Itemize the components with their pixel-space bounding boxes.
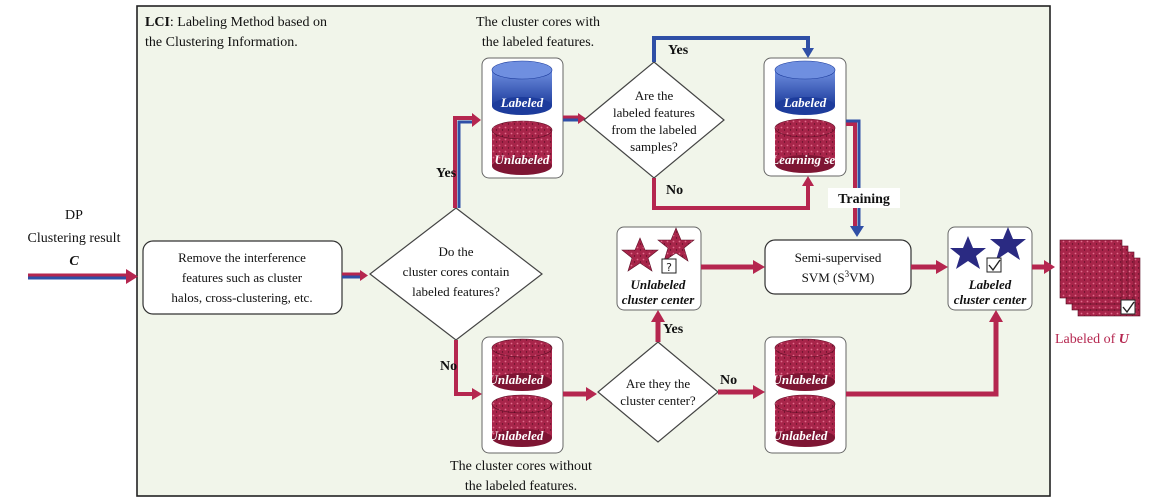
remove-box-line1: Remove the interference — [178, 250, 306, 265]
stack-top-label-unlabeled: Unlabeled — [495, 152, 550, 167]
decision-samples-line2: labeled features — [613, 105, 695, 120]
panel-title-line2: the Clustering Information. — [145, 35, 298, 50]
arrow-unlabeled-center-to-svm — [701, 260, 765, 274]
arrow-yes-main — [453, 113, 481, 208]
output-label: Labeled of U — [1055, 332, 1130, 347]
stack-learning-set — [763, 57, 847, 177]
arrow-yes-samples — [652, 36, 814, 62]
arrow-remove-to-decision — [342, 270, 368, 281]
svm-box — [764, 239, 912, 295]
panel-title: LCI: Labeling Method based on — [145, 15, 327, 30]
arrow-no-samples — [652, 176, 814, 210]
decision-cluster-center — [597, 341, 719, 443]
stack-bottom-label-bottom: Unlabeled — [489, 428, 544, 443]
training-label-bg — [828, 188, 900, 208]
svg-text:?: ? — [666, 261, 672, 274]
edge-label-no-samples: No — [666, 183, 683, 198]
learning-set-label-labeled: Labeled — [783, 95, 827, 110]
stack-right-label-bottom: Unlabeled — [773, 428, 828, 443]
remove-box-line2: features such as cluster — [182, 270, 303, 285]
unlabeled-center-line2: cluster center — [622, 292, 696, 307]
decision-main-line2: cluster cores contain — [403, 264, 510, 279]
unlabeled-cluster-center-box: ? — [616, 226, 702, 311]
decision-main-line1: Do the — [438, 244, 473, 259]
output-image-stack — [1059, 239, 1141, 317]
decision-center-line1: Are they the — [626, 376, 690, 391]
bottom-caption-line1: The cluster cores without — [450, 459, 592, 474]
input-label-dp: DP — [65, 208, 83, 223]
bottom-caption-line2: the labeled features. — [465, 479, 577, 494]
stack-labeled-unlabeled — [481, 57, 564, 179]
unlabeled-center-line1: Unlabeled — [631, 277, 686, 292]
edge-label-no-main: No — [440, 359, 457, 374]
learning-set-label-learning: Learning set — [770, 152, 839, 167]
top-caption-line2: the labeled features. — [482, 35, 594, 50]
edge-label-yes-samples: Yes — [668, 43, 689, 58]
arrow-right-stack-to-labeled-center — [846, 310, 1003, 397]
arrow-no-main — [454, 340, 482, 400]
decision-samples-line1: Are the — [635, 88, 674, 103]
arrow-labeled-center-to-output — [1032, 260, 1055, 274]
stack-unlabeled-bottom — [481, 336, 564, 454]
decision-center-line2: cluster center? — [620, 393, 696, 408]
input-symbol-c: C — [69, 254, 79, 269]
decision-samples-line4: samples? — [630, 139, 678, 154]
svm-line2: SVM (S3VM) — [802, 269, 875, 285]
decision-samples-line3: from the labeled — [611, 122, 697, 137]
input-arrow — [28, 269, 138, 284]
stack-top-label-labeled: Labeled — [500, 95, 544, 110]
stack-bottom-label-top: Unlabeled — [489, 372, 544, 387]
remove-box-line3: halos, cross-clustering, etc. — [171, 290, 312, 305]
edge-label-training: Training — [838, 192, 890, 207]
stack-unlabeled-right — [764, 336, 847, 454]
arrow-stack-to-center-decision — [563, 387, 597, 401]
svm-line1: Semi-supervised — [795, 250, 882, 265]
labeled-center-line2: cluster center — [954, 292, 1028, 307]
input-label-clustering: Clustering result — [28, 231, 121, 246]
edge-label-no-center: No — [720, 373, 737, 388]
arrow-svm-to-labeled-center — [911, 260, 948, 274]
stack-right-label-top: Unlabeled — [773, 372, 828, 387]
arrow-stack-to-samples — [563, 113, 586, 124]
decision-main-line3: labeled features? — [412, 284, 500, 299]
edge-label-yes-main: Yes — [436, 166, 457, 181]
arrow-no-center — [718, 385, 765, 399]
arrow-yes-center — [651, 310, 665, 342]
labeled-center-line1: Labeled — [968, 277, 1012, 292]
edge-label-yes-center: Yes — [663, 322, 684, 337]
top-caption-line1: The cluster cores with — [476, 15, 600, 30]
